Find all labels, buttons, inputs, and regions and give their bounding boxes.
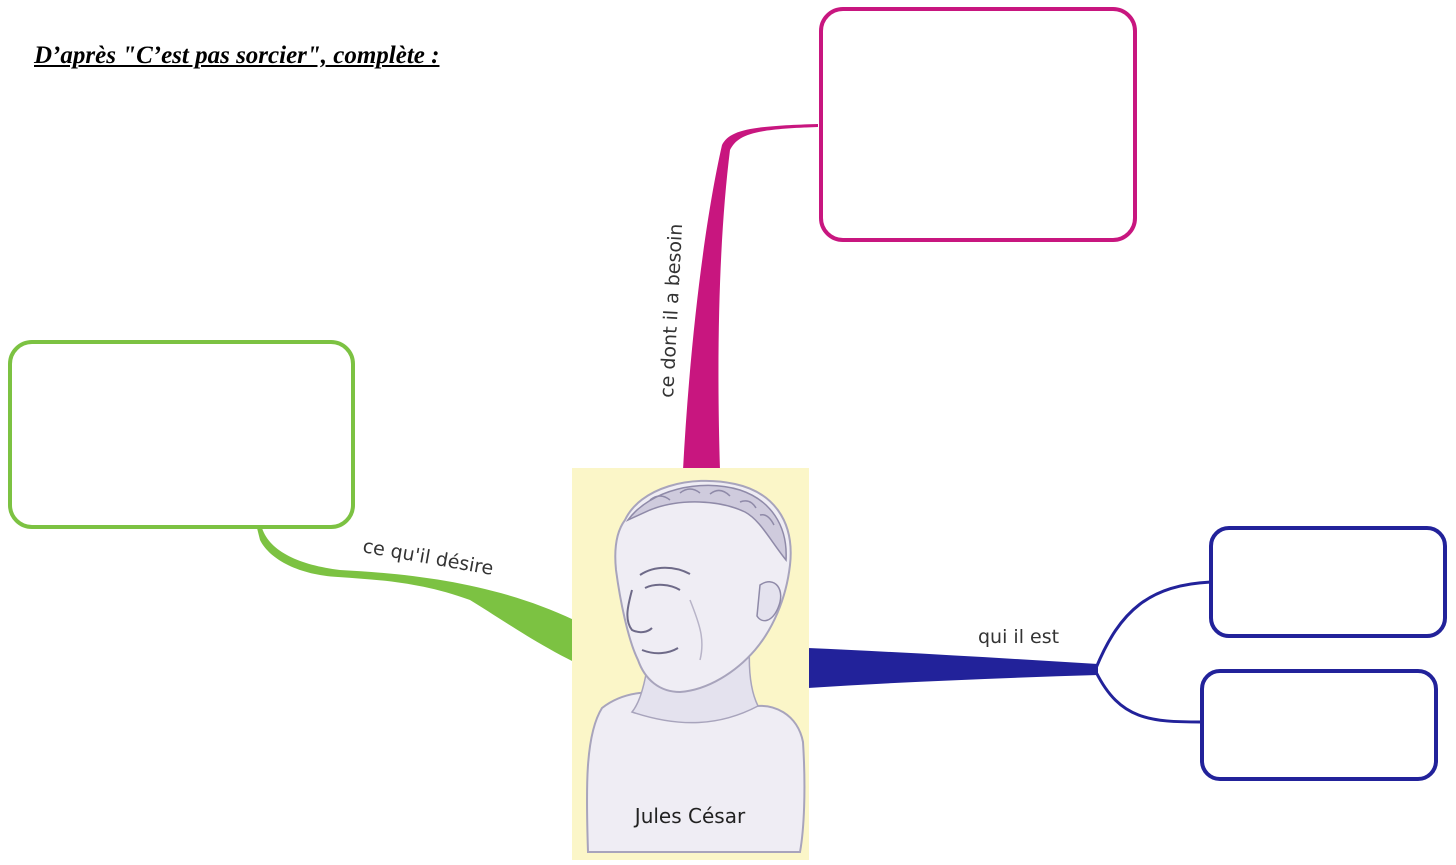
branch-qui-fork-bottom <box>1094 671 1203 724</box>
branch-qui-fork-top <box>1094 580 1212 669</box>
branch-qui: qui il est <box>808 526 1447 781</box>
branch-label-qui: qui il est <box>978 626 1059 648</box>
branch-desire: ce qu'il désire <box>8 340 574 662</box>
central-portrait: Jules César <box>572 468 809 860</box>
portrait-caption: Jules César <box>633 804 746 828</box>
branch-besoin: ce dont il a besoin <box>656 7 1137 470</box>
answer-box-qui-1[interactable] <box>1209 526 1447 638</box>
bust-portrait-icon <box>585 479 806 853</box>
branch-besoin-connector <box>683 124 818 470</box>
branch-label-besoin: ce dont il a besoin <box>656 223 687 398</box>
answer-box-besoin[interactable] <box>819 7 1137 242</box>
answer-box-qui-2[interactable] <box>1200 669 1438 781</box>
answer-box-desire[interactable] <box>8 340 355 529</box>
page-heading: D’après "C’est pas sorcier", complète : <box>34 42 440 69</box>
branch-qui-connector <box>808 648 1098 688</box>
